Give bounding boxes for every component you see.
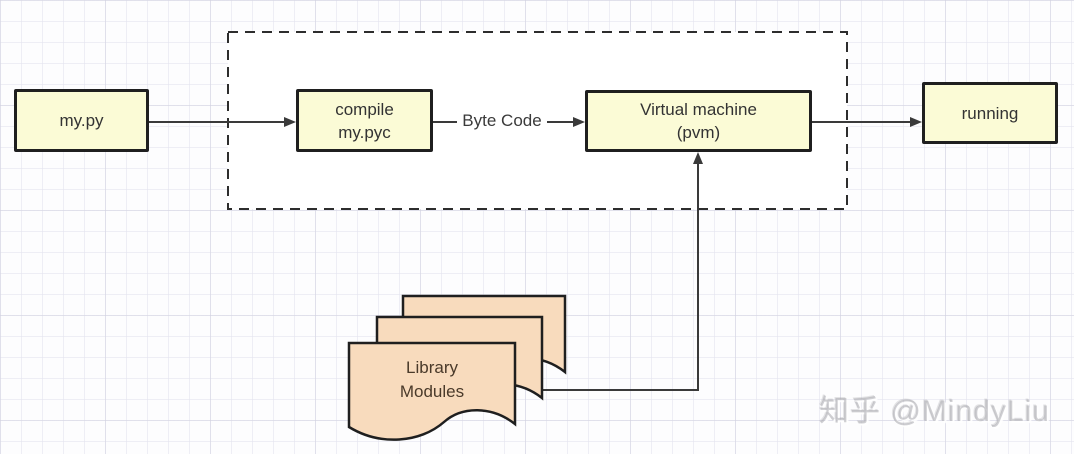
node-compile: compile my.pyc <box>296 89 433 152</box>
document-library-modules-label: Library Modules <box>349 356 515 404</box>
arrow-library-to-vm <box>535 152 703 391</box>
node-vm-label-line1: Virtual machine <box>640 100 757 119</box>
node-running-label: running <box>961 103 1019 123</box>
node-vm-label-line2: (pvm) <box>676 123 721 142</box>
node-my-py-label: my.py <box>59 111 104 130</box>
node-compile-label-line1: compile <box>335 99 394 119</box>
node-running: running <box>922 82 1058 144</box>
edge-label-byte-code: Byte Code <box>462 111 542 130</box>
document-shape-front <box>347 341 517 441</box>
library-label-line1: Library <box>406 358 458 377</box>
node-compile-label-line2: my.pyc <box>338 122 391 142</box>
node-my-py: my.py <box>14 89 149 152</box>
node-virtual-machine: Virtual machine (pvm) <box>585 90 812 152</box>
watermark: 知乎 @MindyLiu <box>819 395 1050 428</box>
library-label-line2: Modules <box>399 382 465 401</box>
